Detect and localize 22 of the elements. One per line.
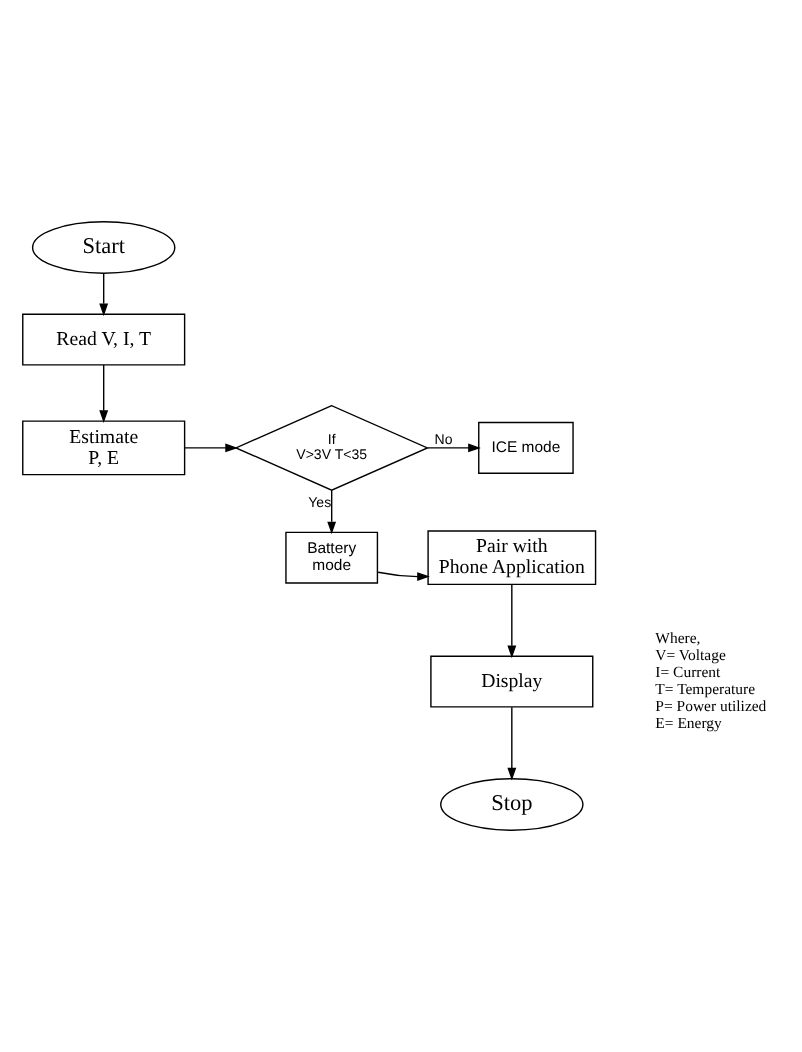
arrow	[377, 571, 430, 582]
arrow	[99, 273, 109, 317]
label: P= Power utilized	[655, 696, 767, 715]
node-box: Battery mode	[285, 531, 379, 584]
label: V= Voltage	[655, 646, 726, 665]
label: I= Current	[655, 663, 721, 682]
label: E= Energy	[655, 713, 722, 732]
node-ellipse: Stop	[440, 778, 584, 831]
arrow	[426, 443, 481, 453]
arrow	[507, 584, 517, 659]
node-ellipse: Start	[31, 221, 176, 274]
arrow	[507, 706, 517, 781]
node-box: Pair with Phone Application	[427, 530, 597, 586]
label: Where,	[655, 629, 701, 648]
node-box: Display	[430, 655, 594, 708]
arrow	[327, 489, 337, 535]
label: T= Temperature	[655, 679, 756, 698]
arrow	[184, 443, 238, 453]
node-box: ICE mode	[478, 421, 574, 474]
node-box: Estimate P, E	[22, 420, 186, 476]
arrow	[99, 364, 109, 423]
node-box: Read V, I, T	[22, 313, 186, 366]
